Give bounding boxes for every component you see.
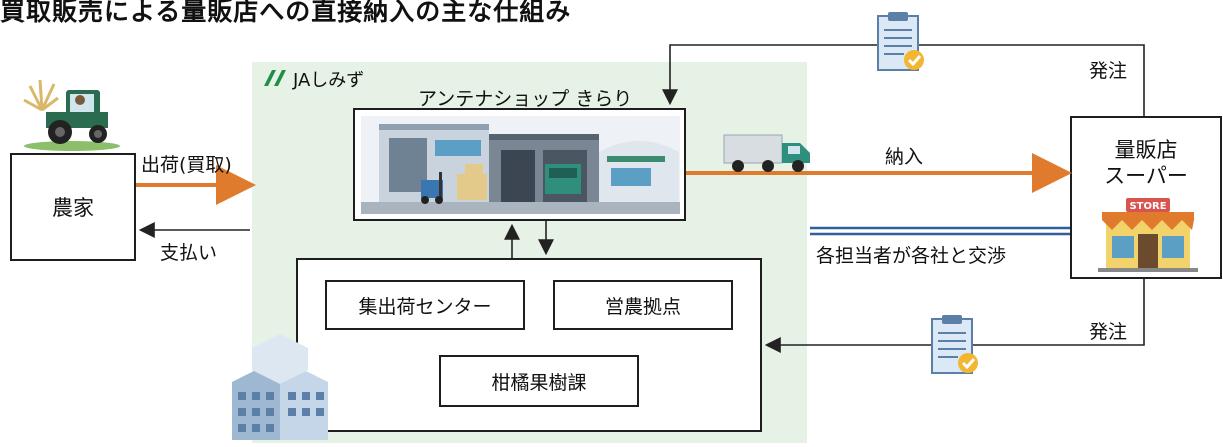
clipboard-icon xyxy=(928,313,980,377)
unit-farm-base-label: 営農拠点 xyxy=(604,295,681,318)
order-top-label: 発注 xyxy=(1089,60,1128,82)
unit-center-label: 集出荷センター xyxy=(358,295,492,318)
shop-label: アンテナショップ きらり xyxy=(418,88,633,110)
building-icon xyxy=(222,330,338,443)
shop-box xyxy=(353,108,686,221)
store-label-line1: 量販店 xyxy=(1114,138,1178,162)
pay-label: 支払い xyxy=(160,242,218,264)
store-box: 量販店 スーパー STORE xyxy=(1070,116,1222,279)
warehouse-illustration xyxy=(361,116,680,214)
farmer-box: 農家 xyxy=(10,153,136,261)
order-bottom-label: 発注 xyxy=(1089,321,1128,343)
ship-label: 出荷(買取) xyxy=(141,154,232,176)
negotiate-label: 各担当者が各社と交渉 xyxy=(816,245,1007,267)
truck-icon xyxy=(722,131,814,173)
deliver-label: 納入 xyxy=(885,146,924,168)
store-label-line2: スーパー xyxy=(1104,164,1188,188)
tractor-icon xyxy=(22,72,122,152)
unit-citrus-label: 柑橘果樹課 xyxy=(491,371,587,394)
unit-citrus-box: 柑橘果樹課 xyxy=(439,355,639,407)
unit-center-box: 集出荷センター xyxy=(325,280,525,330)
clipboard-icon xyxy=(874,10,926,74)
ja-logo-icon xyxy=(262,68,288,88)
order-bottom-arrow xyxy=(764,279,1145,353)
store-icon: STORE xyxy=(1098,196,1198,272)
store-sign: STORE xyxy=(1129,201,1166,212)
farmer-label: 農家 xyxy=(52,196,94,220)
page-title: 買取販売による量販店への直接納入の主な仕組み xyxy=(0,0,572,26)
unit-farm-base-box: 営農拠点 xyxy=(553,280,733,330)
ja-brand-label: JAしみず xyxy=(293,70,365,91)
